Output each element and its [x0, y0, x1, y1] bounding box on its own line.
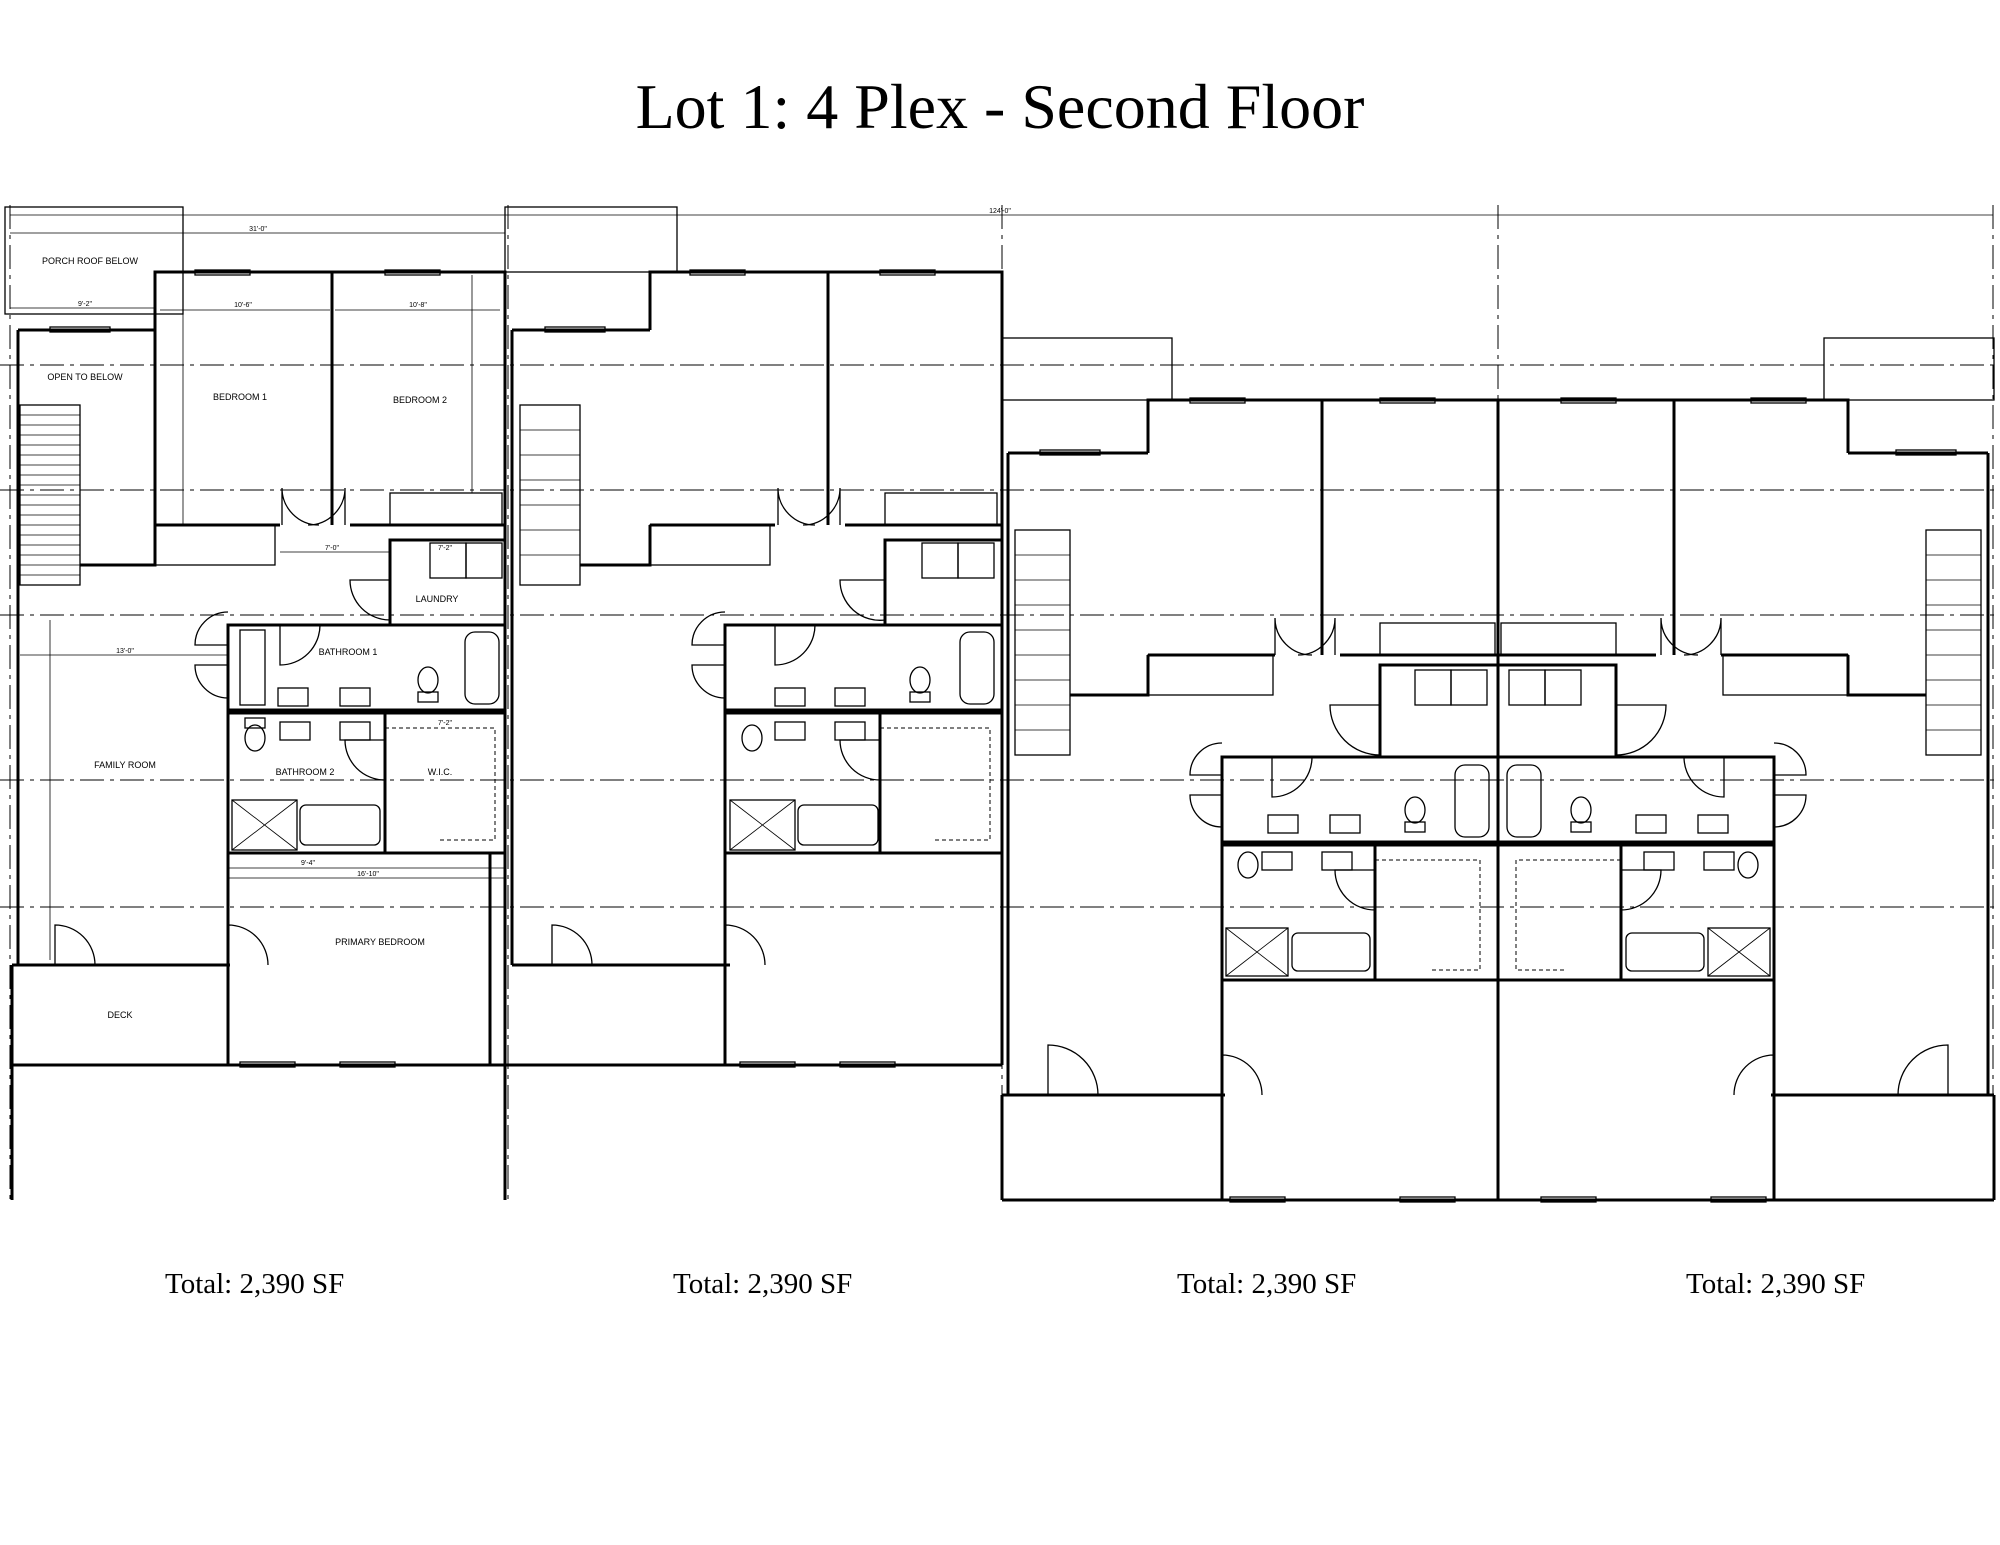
- room-label-bathroom-2: BATHROOM 2: [276, 767, 335, 777]
- room-label-bedroom-1: BEDROOM 1: [213, 392, 267, 402]
- room-label-bathroom-1: BATHROOM 1: [319, 647, 378, 657]
- room-label-laundry: LAUNDRY: [416, 594, 459, 604]
- dimension-label: 7'-2": [438, 720, 452, 727]
- stair: [19, 404, 81, 586]
- grid-lines: [0, 205, 2000, 1200]
- unit-total-area: Total: 2,390 SF: [1686, 1268, 1866, 1300]
- overall-dimension: 124'-0": [9, 207, 1994, 223]
- dimension-label: 10'-6": [234, 302, 252, 309]
- room-label-wic: W.I.C.: [428, 767, 453, 777]
- dimension-label: 9'-4": [301, 860, 315, 867]
- room-label-deck: DECK: [107, 1010, 132, 1020]
- dimension-label: 10'-8": [409, 302, 427, 309]
- room-label-primary-bedroom: PRIMARY BEDROOM: [335, 937, 425, 947]
- page-title: Lot 1: 4 Plex - Second Floor: [635, 71, 1365, 142]
- dimension-label: 9'-2": [78, 301, 92, 308]
- room-label-open-to-below: OPEN TO BELOW: [47, 372, 123, 382]
- unit-1: 31'-0" PORCH ROOF BELOW 9'-2" OPEN TO BE…: [4, 206, 507, 1200]
- dimension-label: 7'-2": [438, 545, 452, 552]
- unit-total-area: Total: 2,390 SF: [165, 1268, 345, 1300]
- dimension-label: 7'-0": [325, 545, 339, 552]
- dimension-label: 13'-0": [116, 648, 134, 655]
- unit-total-area: Total: 2,390 SF: [1177, 1268, 1357, 1300]
- dimension-label: 31'-0": [249, 226, 267, 233]
- unit-4: [1496, 337, 1996, 1203]
- unit-3: [1000, 337, 1500, 1203]
- room-label-porch-roof: PORCH ROOF BELOW: [42, 256, 139, 266]
- unit-total-area: Total: 2,390 SF: [673, 1268, 853, 1300]
- dimension-label: 124'-0": [989, 208, 1011, 215]
- room-label-family-room: FAMILY ROOM: [94, 760, 156, 770]
- room-label-bedroom-2: BEDROOM 2: [393, 395, 447, 405]
- unit-2: [503, 206, 1004, 1200]
- floor-plan-drawing: 124'-0" 31'-0" PORCH ROOF BELOW 9'-2" OP…: [0, 205, 2000, 1203]
- dimension-label: 16'-10": [357, 871, 379, 878]
